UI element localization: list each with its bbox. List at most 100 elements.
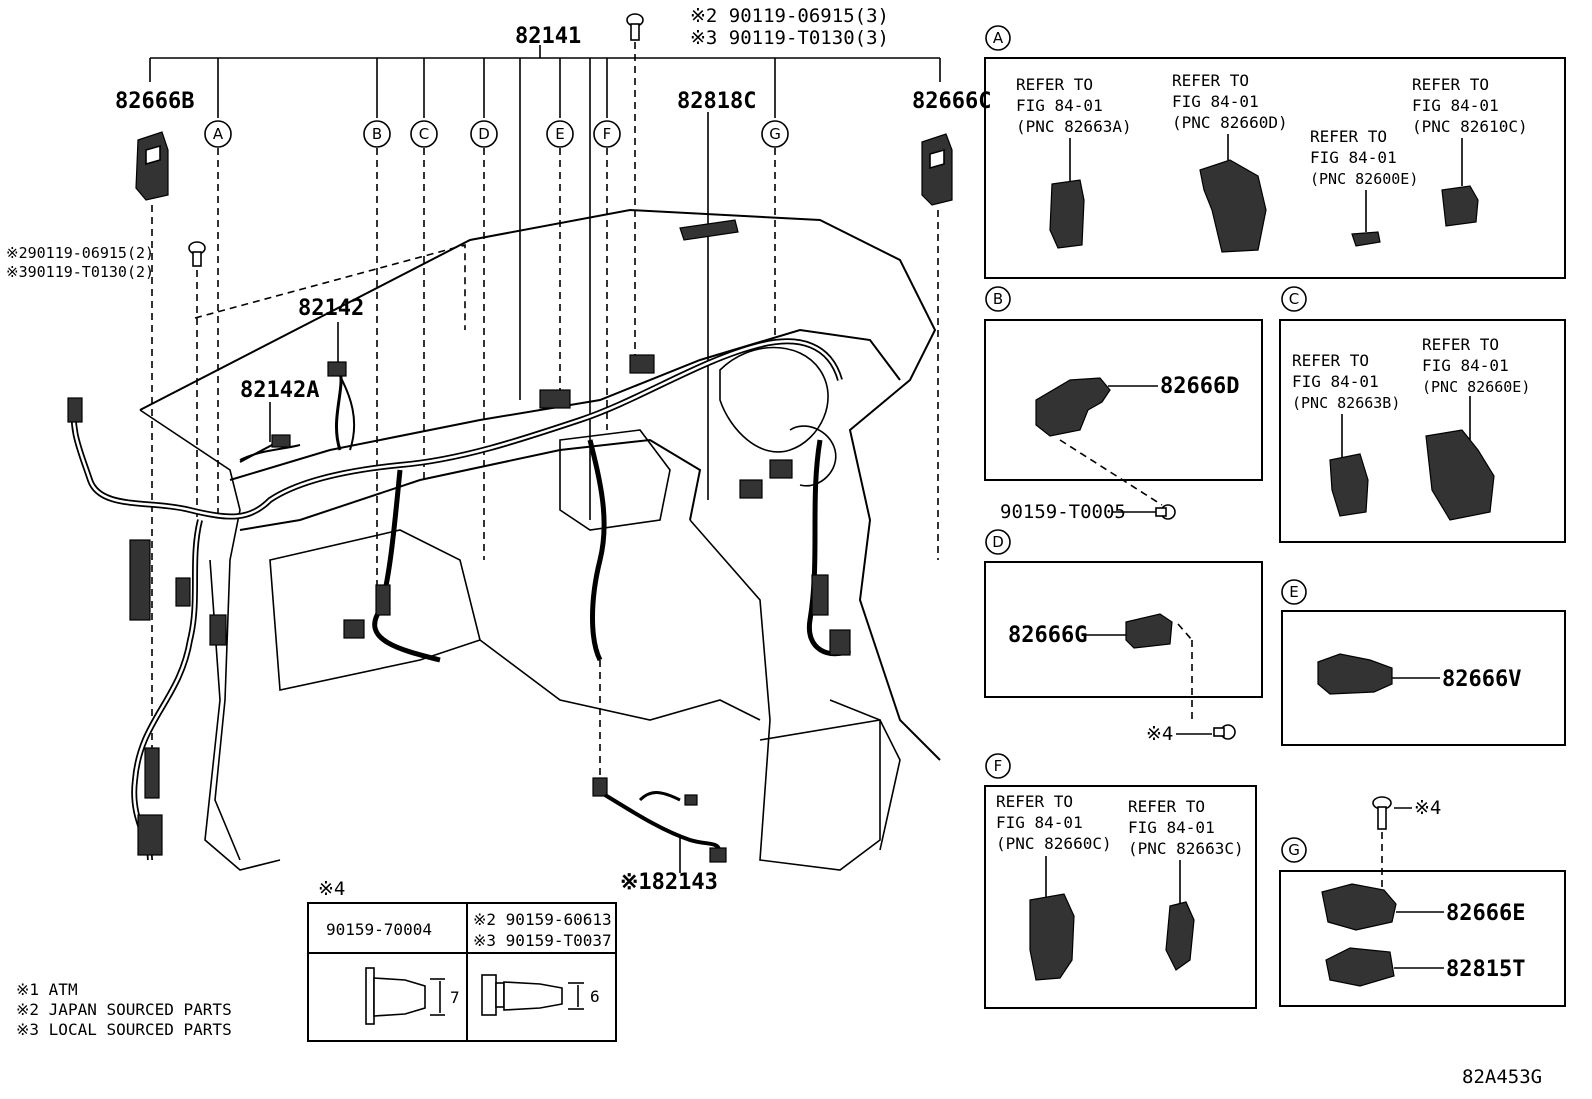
part-label-82666V: 82666V — [1442, 667, 1521, 692]
detail-panel-B: B 82666D 90159-T0005 — [984, 286, 1263, 523]
clip-60613-icon: 6 — [481, 974, 600, 1016]
detail-panel-A: A REFER TO FIG 84-01 (PNC 82663A) REFER … — [984, 25, 1566, 279]
clip-70004-icon: 7 — [365, 967, 460, 1025]
callout-G: G — [761, 120, 789, 340]
instrument-panel-drawing — [139, 208, 941, 871]
bolt-icon — [626, 13, 644, 370]
part-label-82666B: 82666B — [115, 89, 194, 114]
detail-panel-D: D 82666G ※4 — [984, 529, 1263, 745]
bracket-82663B-icon — [1329, 453, 1369, 517]
panel-C-letter: C — [1289, 290, 1299, 308]
note-2: ※2 JAPAN SOURCED PARTS — [16, 1000, 232, 1019]
svg-text:C: C — [419, 125, 429, 143]
screw-icon — [1155, 504, 1176, 520]
callout-F: F — [593, 120, 621, 430]
panel-C-ref2-l3: (PNC 82660E) — [1422, 378, 1530, 396]
panel-A-ref3-l1: REFER TO — [1310, 127, 1387, 146]
bracket-82660D-icon — [1199, 159, 1267, 253]
clip-dim-1: 7 — [450, 988, 460, 1007]
svg-text:F: F — [603, 125, 612, 143]
svg-text:D: D — [478, 125, 490, 143]
panel-C-ref1-l3: (PNC 82663B) — [1292, 394, 1400, 412]
detail-panel-F: F REFER TO FIG 84-01 (PNC 82660C) REFER … — [984, 753, 1257, 1009]
main-callouts: A B C D E F G — [204, 120, 789, 600]
panel-A-ref4-l1: REFER TO — [1412, 75, 1489, 94]
connector-82610C-icon — [1441, 185, 1479, 227]
panel-F-ref1-l3: (PNC 82660C) — [996, 834, 1112, 853]
callout-D: D — [470, 120, 498, 560]
panel-A-ref4-l3: (PNC 82610C) — [1412, 117, 1528, 136]
panel-F-ref1-l1: REFER TO — [996, 792, 1073, 811]
panel-A-ref1-l2: FIG 84-01 — [1016, 96, 1103, 115]
panel-A-ref2-l1: REFER TO — [1172, 71, 1249, 90]
note-1: ※1 ATM — [16, 980, 78, 999]
clip-icon-G — [1372, 796, 1392, 892]
panel-A-letter: A — [993, 29, 1004, 47]
panel-A-ref2-l2: FIG 84-01 — [1172, 92, 1259, 111]
panel-F-letter: F — [994, 757, 1003, 775]
panel-D-letter: D — [992, 533, 1004, 551]
figure-code: 82A453G — [1462, 1066, 1542, 1088]
detail-panel-E: E 82666V — [1281, 579, 1566, 746]
panel-C-ref1-l1: REFER TO — [1292, 351, 1369, 370]
callout-E: E — [546, 120, 574, 395]
panel-F-ref2-l3: (PNC 82663C) — [1128, 839, 1244, 858]
connector-82142A-icon — [239, 434, 291, 463]
connector-82666G-icon — [1125, 613, 1173, 649]
panel-A-ref4-l2: FIG 84-01 — [1412, 96, 1499, 115]
panel-A-ref3-l3: (PNC 82600E) — [1310, 170, 1418, 188]
clip-dim-2: 6 — [590, 987, 600, 1006]
callout-B: B — [363, 120, 391, 600]
left-bolt-local-label: ※390119-T0130(2) — [6, 263, 154, 281]
panel-C-ref2-l2: FIG 84-01 — [1422, 356, 1509, 375]
clip-label-G: ※4 — [1414, 797, 1441, 819]
part-label-82666E: 82666E — [1446, 901, 1525, 926]
bracket-82663C-icon — [1165, 901, 1195, 971]
clip-label-D: ※4 — [1146, 723, 1173, 745]
part-label-82666C: 82666C — [912, 89, 991, 114]
callout-A: A — [204, 120, 232, 520]
clip-table-title: ※4 — [318, 878, 345, 900]
block-82666E-icon — [1321, 883, 1397, 931]
panel-A-ref3-l2: FIG 84-01 — [1310, 148, 1397, 167]
part-label-82666D: 82666D — [1160, 374, 1239, 399]
connector-82142-icon — [327, 361, 356, 451]
panel-A-ref1-l1: REFER TO — [1016, 75, 1093, 94]
bolt-local-label: ※3 90119-T0130(3) — [690, 27, 889, 49]
footnotes: ※1 ATM ※2 JAPAN SOURCED PARTS ※3 LOCAL S… — [16, 980, 232, 1039]
detail-panel-C: C REFER TO FIG 84-01 (PNC 82663B) REFER … — [1279, 286, 1566, 543]
part-label-82818C: 82818C — [677, 89, 756, 114]
panel-F-ref2-l2: FIG 84-01 — [1128, 818, 1215, 837]
callout-C: C — [410, 120, 438, 480]
part-label-82143: ※182143 — [620, 870, 718, 895]
svg-text:B: B — [372, 125, 382, 143]
part-label-82666G: 82666G — [1008, 623, 1087, 648]
panel-C-ref2-l1: REFER TO — [1422, 335, 1499, 354]
panel-G-letter: G — [1288, 841, 1300, 859]
svg-text:A: A — [213, 125, 224, 143]
panel-E-letter: E — [1289, 583, 1298, 601]
svg-text:E: E — [555, 125, 564, 143]
clip-part-2-local: ※3 90159-T0037 — [473, 931, 612, 950]
clip-82600E-icon — [1351, 231, 1381, 247]
part-label-82815T: 82815T — [1446, 957, 1525, 982]
panel-A-ref2-l3: (PNC 82660D) — [1172, 113, 1288, 132]
clip-spec-table: ※4 90159-70004 ※2 90159-60613 ※3 90159-T… — [307, 878, 617, 1042]
left-bolt-japan-label: ※290119-06915(2) — [6, 244, 154, 262]
detail-panel-G: G ※4 82666E 82815T — [1279, 796, 1566, 1007]
bracket-82660E-icon — [1425, 429, 1495, 521]
clip-part-2-japan: ※2 90159-60613 — [473, 910, 612, 929]
clip-icon — [1213, 724, 1236, 740]
bracket-82666D-icon — [1035, 377, 1111, 437]
bolt-icon-left — [188, 241, 206, 520]
bracket-82660C-icon — [1029, 893, 1075, 981]
wire-harness-82141 — [67, 338, 852, 861]
panel-F-ref2-l1: REFER TO — [1128, 797, 1205, 816]
bolt-japan-label: ※2 90119-06915(3) — [690, 5, 889, 27]
bracket-82666V-icon — [1317, 653, 1393, 695]
panel-F-ref1-l2: FIG 84-01 — [996, 813, 1083, 832]
note-3: ※3 LOCAL SOURCED PARTS — [16, 1020, 232, 1039]
screw-label-90159-T0005: 90159-T0005 — [1000, 501, 1126, 523]
bracket-82666C-icon — [921, 133, 953, 560]
